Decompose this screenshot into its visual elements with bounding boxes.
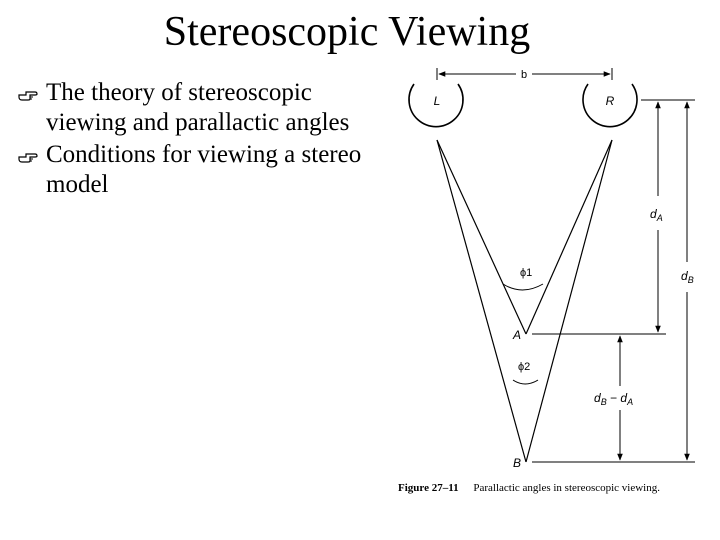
bullet-item: Conditions for viewing a stereo model <box>18 140 378 200</box>
angle-arc-phi1 <box>502 283 544 291</box>
dimension-db-label: dB <box>681 269 694 285</box>
sight-line-right-to-a <box>525 139 613 335</box>
sight-line-left-to-a <box>436 139 527 335</box>
parallax-diagram: b L R ϕ1 ϕ2 A B dA dB dB − dA <box>408 68 695 470</box>
dimension-db-minus-da-label: dB − dA <box>594 391 633 407</box>
eye-base-label: b <box>521 69 527 81</box>
hand-pointer-icon <box>18 153 38 163</box>
angle-label-phi1: ϕ1 <box>520 267 532 279</box>
point-b-label: B <box>513 456 521 470</box>
angle-arc-phi2 <box>512 379 539 385</box>
right-eye-arc <box>582 83 638 128</box>
angle-label-phi2: ϕ2 <box>518 361 530 373</box>
bullet-list: The theory of stereoscopic viewing and p… <box>18 78 378 202</box>
hand-pointer-icon <box>18 91 38 101</box>
sight-line-right-to-b <box>525 139 613 463</box>
figure-number: Figure 27–11 <box>398 482 459 494</box>
figure-caption-text: Parallactic angles in stereoscopic viewi… <box>473 482 660 494</box>
sight-line-left-to-b <box>436 139 527 463</box>
dimension-da-label: dA <box>650 207 663 223</box>
bullet-text: Conditions for viewing a stereo model <box>46 141 362 198</box>
bullet-text: The theory of stereoscopic viewing and p… <box>46 79 350 136</box>
right-eye-label: R <box>606 94 615 108</box>
bullet-item: The theory of stereoscopic viewing and p… <box>18 78 378 138</box>
slide-title: Stereoscopic Viewing <box>163 9 531 55</box>
point-a-label: A <box>512 328 521 342</box>
left-eye-arc <box>408 83 464 128</box>
figure-caption: Figure 27–11 Parallactic angles in stere… <box>398 482 713 494</box>
left-eye-label: L <box>434 94 441 108</box>
